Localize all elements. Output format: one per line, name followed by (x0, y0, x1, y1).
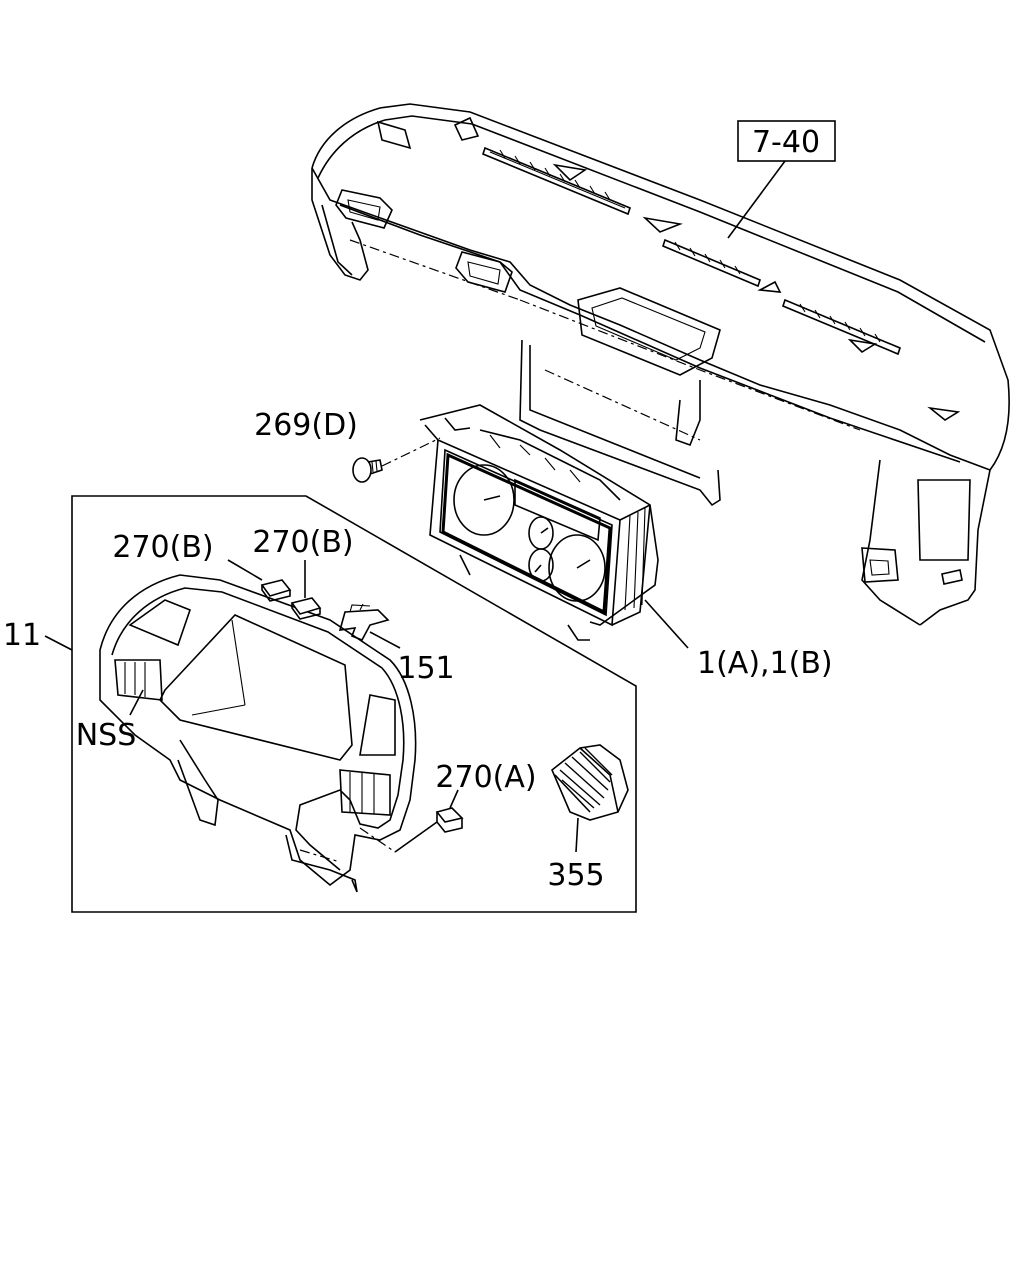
clip-a-leader (449, 789, 459, 809)
clip-b-right-callout: 270(B) (252, 525, 353, 560)
meter-leader (644, 599, 689, 649)
meter-cluster (419, 404, 659, 641)
screw-centerline (381, 437, 441, 467)
screw (352, 457, 383, 483)
vent-louver (551, 744, 629, 821)
bezel-leader (44, 635, 73, 651)
clip-a (435, 807, 464, 833)
clip-b-left (260, 579, 292, 602)
clip-b-right (290, 597, 322, 620)
tachometer-gauge (548, 534, 606, 602)
dashboard-callout: 7-40 (752, 125, 820, 160)
bracket (338, 603, 390, 642)
meter-assembly-callout: 1(A),1(B) (697, 646, 833, 681)
dashboard-leader (727, 160, 786, 239)
screw-callout: 269(D) (254, 408, 358, 443)
bracket-leader (369, 631, 401, 649)
bezel-group-box (71, 495, 637, 913)
nss-callout: NSS (76, 718, 137, 753)
bracket-callout: 151 (397, 651, 454, 686)
clip-b-left-leader (227, 559, 263, 581)
clip-a-centerline (359, 827, 396, 853)
clip-a-callout: 270(A) (435, 760, 536, 795)
speedometer-gauge (453, 464, 515, 536)
dashboard-label-box (737, 120, 836, 162)
vent-leader (575, 817, 579, 853)
clip-b-left-callout: 270(B) (112, 530, 213, 565)
dashboard-panel (311, 103, 1010, 626)
clip-a-line (394, 821, 438, 853)
bezel-assembly-callout: 11 (3, 618, 41, 653)
nss-leader (129, 689, 144, 716)
vent-callout: 355 (547, 858, 604, 893)
meter-bezel (99, 574, 417, 893)
